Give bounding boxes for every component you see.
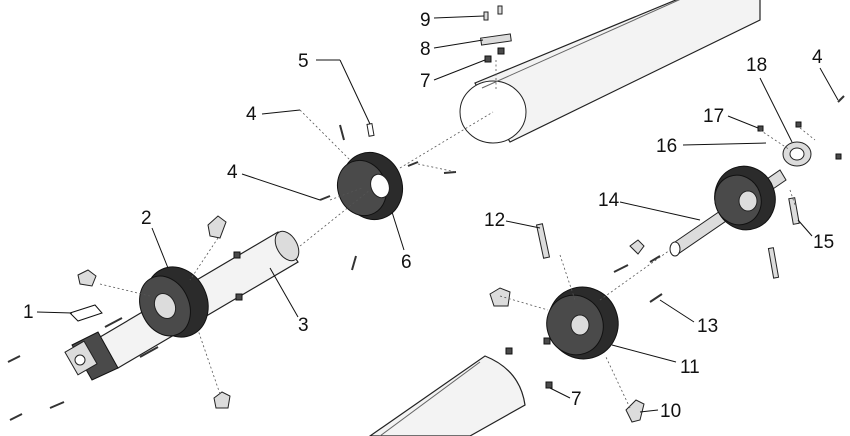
svg-text:6: 6 xyxy=(401,252,412,273)
callout-5: 5 xyxy=(298,51,371,125)
callout-7-bottom: 7 xyxy=(549,387,582,410)
svg-text:11: 11 xyxy=(680,357,700,378)
callout-15: 15 xyxy=(797,219,834,253)
small-parts xyxy=(7,5,845,423)
assembly-guides xyxy=(99,60,816,409)
end-cap-shaft xyxy=(669,165,787,257)
svg-text:14: 14 xyxy=(598,190,620,211)
svg-text:4: 4 xyxy=(812,47,823,68)
bearing-ring xyxy=(782,141,812,167)
callout-10: 10 xyxy=(639,401,681,422)
callout-11: 11 xyxy=(611,344,700,378)
svg-text:18: 18 xyxy=(746,55,767,76)
svg-text:5: 5 xyxy=(298,51,309,72)
callout-4-right: 4 xyxy=(812,47,839,101)
callout-6: 6 xyxy=(391,211,412,273)
svg-text:15: 15 xyxy=(813,232,834,253)
callout-17: 17 xyxy=(703,106,759,129)
svg-text:9: 9 xyxy=(420,10,431,31)
adapter-ring-top xyxy=(336,151,403,221)
callouts: 1 2 3 4 4 4 5 6 7 7 8 9 10 11 12 13 14 1… xyxy=(23,10,839,422)
callout-14: 14 xyxy=(598,190,701,221)
callout-16: 16 xyxy=(656,136,767,157)
callout-4-mid: 4 xyxy=(227,162,321,201)
svg-text:8: 8 xyxy=(420,39,431,60)
svg-text:4: 4 xyxy=(227,162,238,183)
adapter-ring-bottom xyxy=(546,286,619,360)
svg-text:13: 13 xyxy=(697,316,718,337)
svg-text:16: 16 xyxy=(656,136,677,157)
motor-adapter-ring xyxy=(139,266,209,338)
callout-18: 18 xyxy=(746,55,793,143)
callout-9: 9 xyxy=(420,10,485,31)
callout-1: 1 xyxy=(23,302,73,323)
svg-text:4: 4 xyxy=(246,104,257,125)
svg-text:2: 2 xyxy=(141,208,152,229)
callout-7-top: 7 xyxy=(420,59,486,92)
svg-text:12: 12 xyxy=(484,210,505,231)
callout-12: 12 xyxy=(484,210,541,231)
svg-text:1: 1 xyxy=(23,302,34,323)
callout-4-top: 4 xyxy=(246,104,301,125)
callout-8: 8 xyxy=(420,39,484,60)
callout-3: 3 xyxy=(269,267,309,336)
svg-text:7: 7 xyxy=(420,71,431,92)
svg-text:10: 10 xyxy=(660,401,681,422)
roller-tube-lower xyxy=(368,355,526,436)
svg-text:3: 3 xyxy=(298,315,309,336)
callout-2: 2 xyxy=(141,208,169,269)
svg-text:7: 7 xyxy=(571,389,582,410)
callout-13: 13 xyxy=(659,299,718,337)
svg-text:17: 17 xyxy=(703,106,724,127)
